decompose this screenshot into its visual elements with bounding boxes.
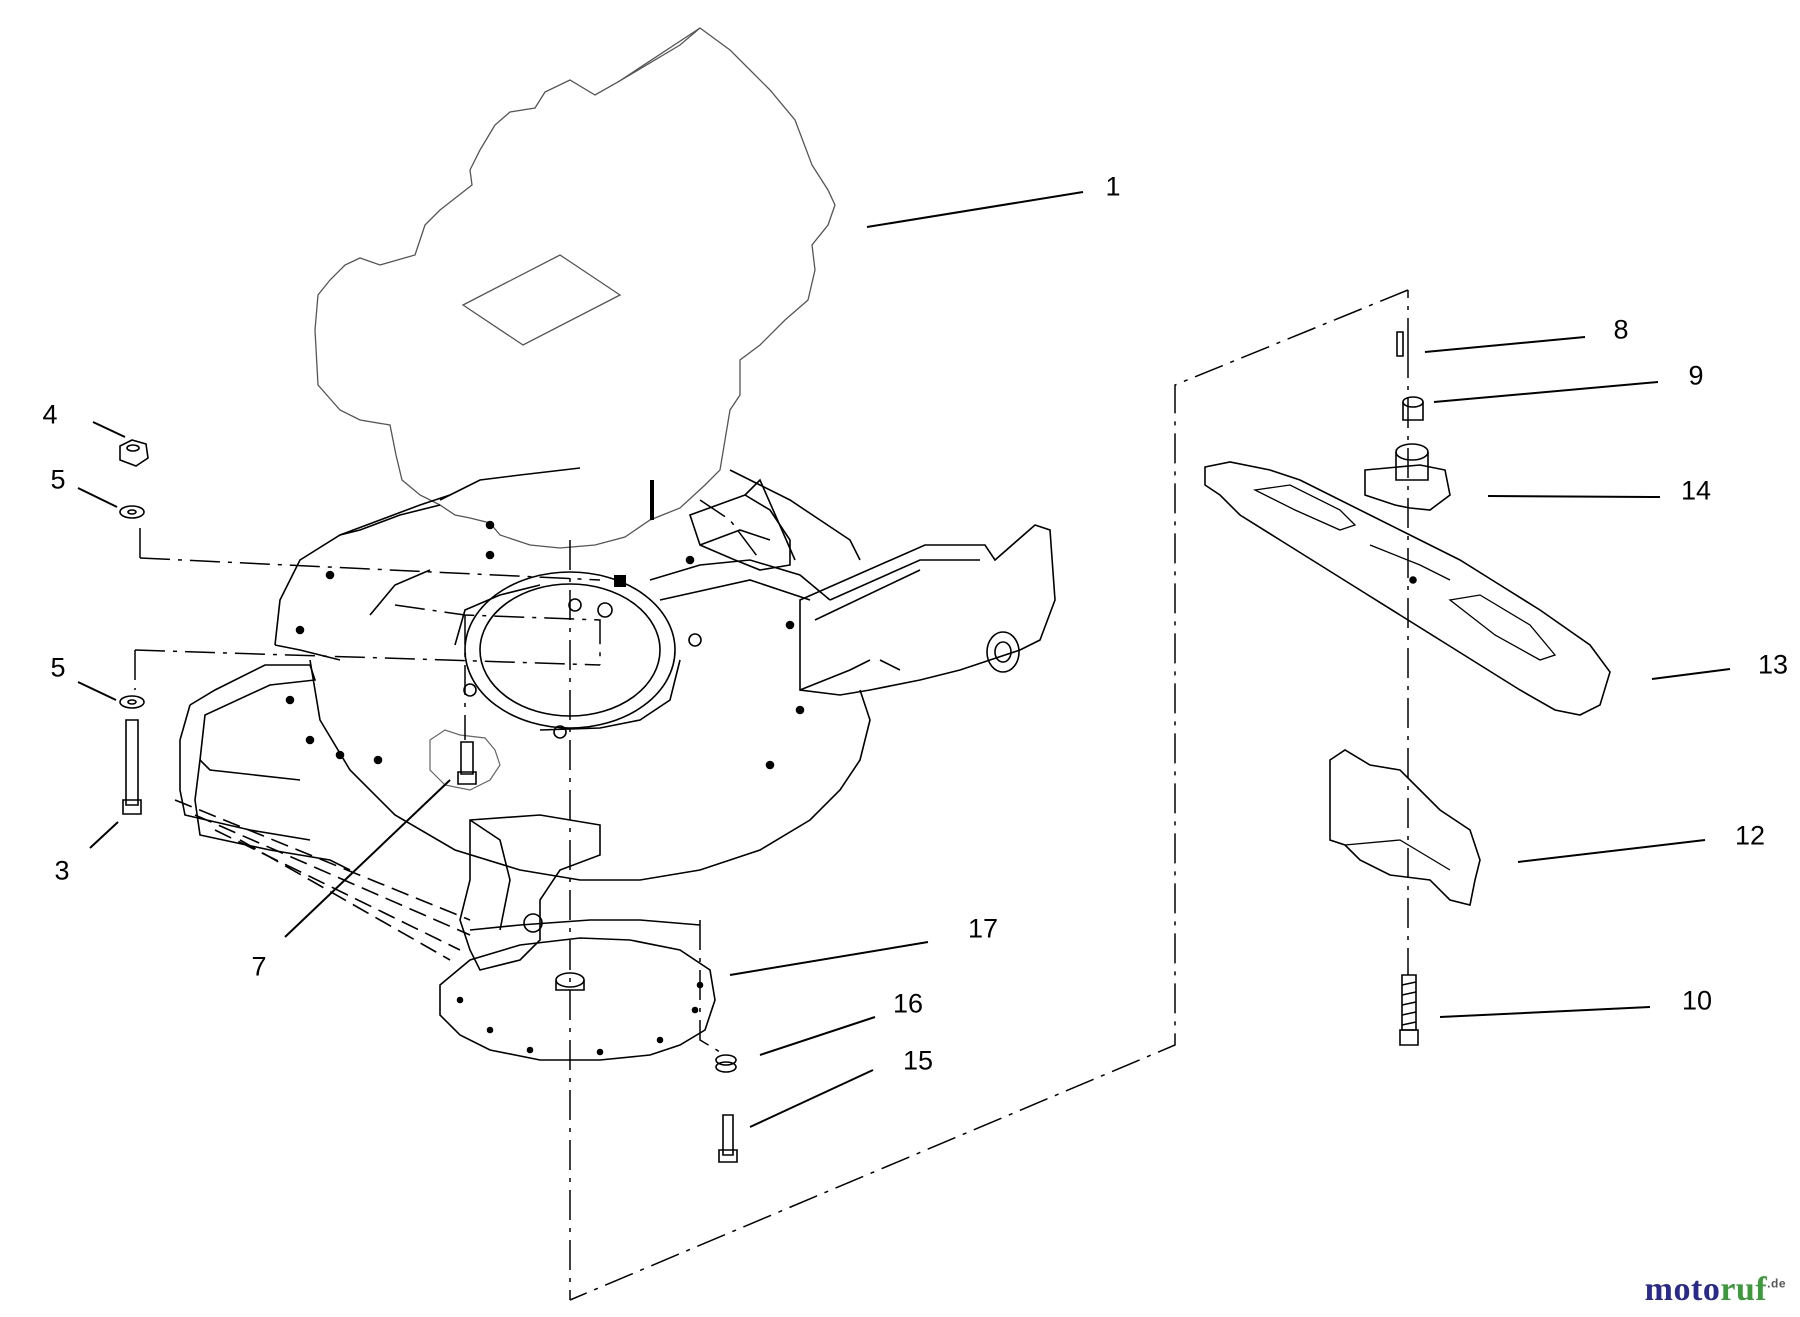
watermark-logo: motoruf.de: [1645, 1273, 1786, 1307]
bolt-3: [123, 720, 141, 814]
callout-12: 12: [1734, 820, 1766, 851]
nut-4: [120, 440, 148, 466]
engine-outline: [315, 28, 835, 548]
callout-7: 7: [251, 951, 267, 982]
deck-base-plate: [440, 938, 715, 1060]
mulching-baffle: [1330, 750, 1480, 905]
callout-3: 3: [54, 855, 70, 886]
rear-handle-bracket: [800, 525, 1055, 695]
callout-15: 15: [902, 1045, 934, 1076]
callout-4: 4: [42, 399, 58, 430]
callout-14: 14: [1680, 475, 1712, 506]
leader-lines: [78, 192, 1730, 1127]
bolt-15: [719, 1115, 737, 1162]
mower-deck: [175, 468, 1055, 970]
washer-16: [716, 1055, 736, 1072]
deck-lip: [470, 920, 700, 930]
engine-top-plate: [463, 255, 620, 345]
discharge-chute: [690, 495, 790, 570]
watermark-part-a: moto: [1644, 1271, 1721, 1308]
washer-5b: [120, 696, 144, 708]
callout-9: 9: [1688, 360, 1704, 391]
mower-blade: [1205, 462, 1610, 715]
washer-5a: [120, 506, 144, 518]
callout-17: 17: [967, 913, 999, 944]
front-left-bracket: [190, 665, 350, 870]
blade-adapter: [1365, 444, 1450, 510]
bushing: [1403, 397, 1423, 420]
watermark-part-b: ruf: [1720, 1271, 1768, 1308]
callout-13: 13: [1757, 649, 1789, 680]
front-right-bracket: [460, 815, 600, 970]
watermark-suffix: .de: [1767, 1276, 1786, 1291]
callout-16: 16: [892, 988, 924, 1019]
callout-8: 8: [1613, 314, 1629, 345]
group-bracket: [570, 290, 1408, 1300]
callout-5-lower: 5: [50, 652, 66, 683]
blade-bolt: [1400, 975, 1418, 1045]
callout-10: 10: [1681, 985, 1713, 1016]
callout-1: 1: [1105, 171, 1121, 202]
bolt-7: [430, 730, 500, 790]
callout-5-upper: 5: [50, 464, 66, 495]
woodruff-key: [1397, 332, 1403, 356]
